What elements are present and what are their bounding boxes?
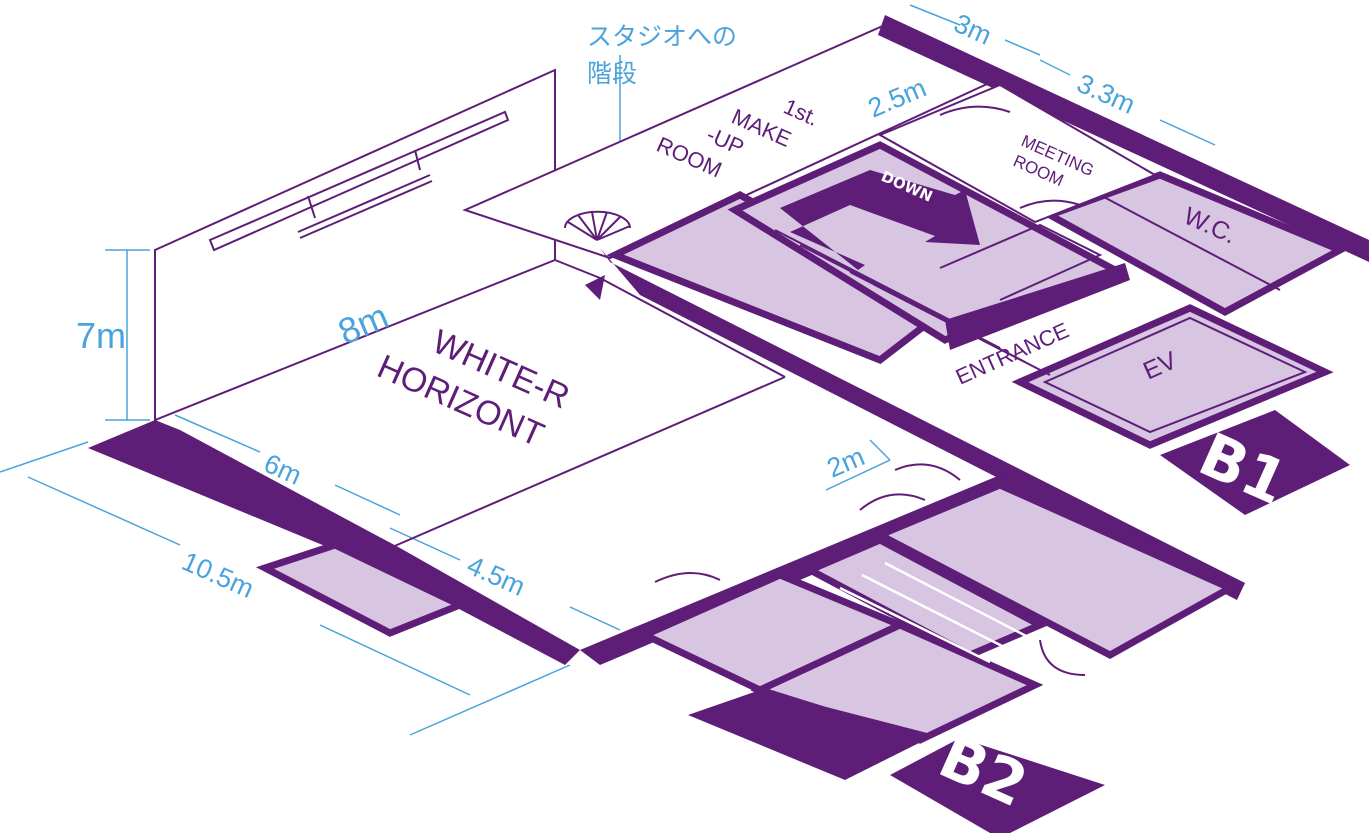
horizont-walls	[154, 23, 1003, 549]
dim-door: 2m	[823, 441, 869, 483]
dim-top: 3m	[950, 8, 996, 51]
dim-height: 7m	[76, 315, 126, 356]
dim-width-total: 10.5m	[178, 546, 259, 604]
b2-front-room	[256, 541, 469, 637]
stairs-to-studio-label-2: 階段	[587, 59, 637, 88]
stairs-to-studio-label: スタジオへの	[587, 22, 737, 51]
spiral-stair	[564, 210, 631, 241]
b2-right-room	[871, 481, 1238, 659]
down-arrow-shape	[780, 170, 980, 270]
door-marker	[585, 275, 605, 300]
b1-ev	[1011, 304, 1334, 449]
b2-floor	[88, 420, 1245, 833]
